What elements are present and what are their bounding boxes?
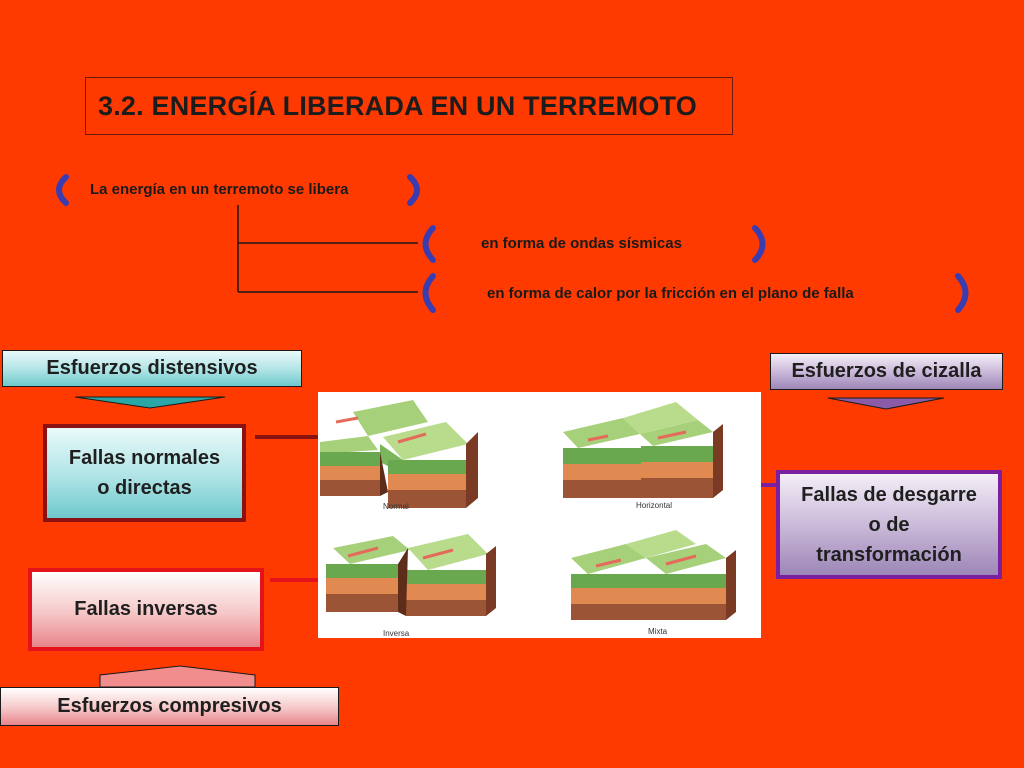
fallas-desgarre-line2: o de [868, 513, 910, 536]
bracket-right-icon [752, 225, 766, 263]
esfuerzos-distensivos-text: Esfuerzos distensivos [46, 357, 258, 379]
up-arrow-icon [99, 665, 256, 688]
energy-branch-2: en forma de calor por la fricción en el … [487, 285, 854, 302]
label-normal: Normal [383, 502, 409, 511]
bracket-left-icon [422, 273, 436, 313]
fallas-normales-line2: o directas [97, 477, 192, 499]
esfuerzos-cizalla-label: Esfuerzos de cizalla [770, 353, 1003, 390]
label-horizontal: Horizontal [636, 501, 672, 510]
bracket-right-icon [955, 273, 969, 313]
fallas-desgarre-line1: Fallas de desgarre [801, 483, 977, 506]
label-mixta: Mixta [648, 627, 668, 636]
esfuerzos-compresivos-text: Esfuerzos compresivos [57, 695, 282, 717]
horizontal-fault-block: Horizontal [563, 402, 723, 510]
label-inversa: Inversa [383, 629, 410, 638]
bracket-left-icon [56, 174, 69, 206]
down-arrow-icon [74, 396, 226, 409]
normal-fault-block: Normal [320, 400, 478, 511]
title-box: 3.2. ENERGÍA LIBERADA EN UN TERREMOTO [85, 77, 733, 135]
esfuerzos-cizalla-text: Esfuerzos de cizalla [791, 360, 982, 382]
down-arrow-icon [827, 397, 945, 410]
fallas-desgarre-box: Fallas de desgarre o de transformación [776, 470, 1002, 579]
bracket-right-icon [407, 174, 420, 206]
fallas-desgarre-line3: transformación [816, 543, 962, 566]
slide-title: 3.2. ENERGÍA LIBERADA EN UN TERREMOTO [98, 90, 697, 121]
fault-types-figure: Normal Horizontal [318, 392, 761, 638]
inversa-fault-block: Inversa [326, 534, 496, 638]
energy-branch-1: en forma de ondas sísmicas [481, 235, 682, 252]
tree-connector [237, 205, 418, 293]
esfuerzos-compresivos-label: Esfuerzos compresivos [0, 687, 339, 726]
fallas-inversas-box: Fallas inversas [28, 568, 264, 651]
esfuerzos-distensivos-label: Esfuerzos distensivos [2, 350, 302, 387]
bracket-left-icon [422, 225, 436, 263]
fault-blocks-illustration: Normal Horizontal [320, 400, 736, 638]
energy-main-text: La energía en un terremoto se libera [90, 181, 349, 198]
mixta-fault-block: Mixta [571, 530, 736, 636]
fallas-normales-box: Fallas normales o directas [43, 424, 246, 522]
fallas-inversas-text: Fallas inversas [74, 598, 218, 620]
fallas-normales-line1: Fallas normales [68, 447, 221, 469]
